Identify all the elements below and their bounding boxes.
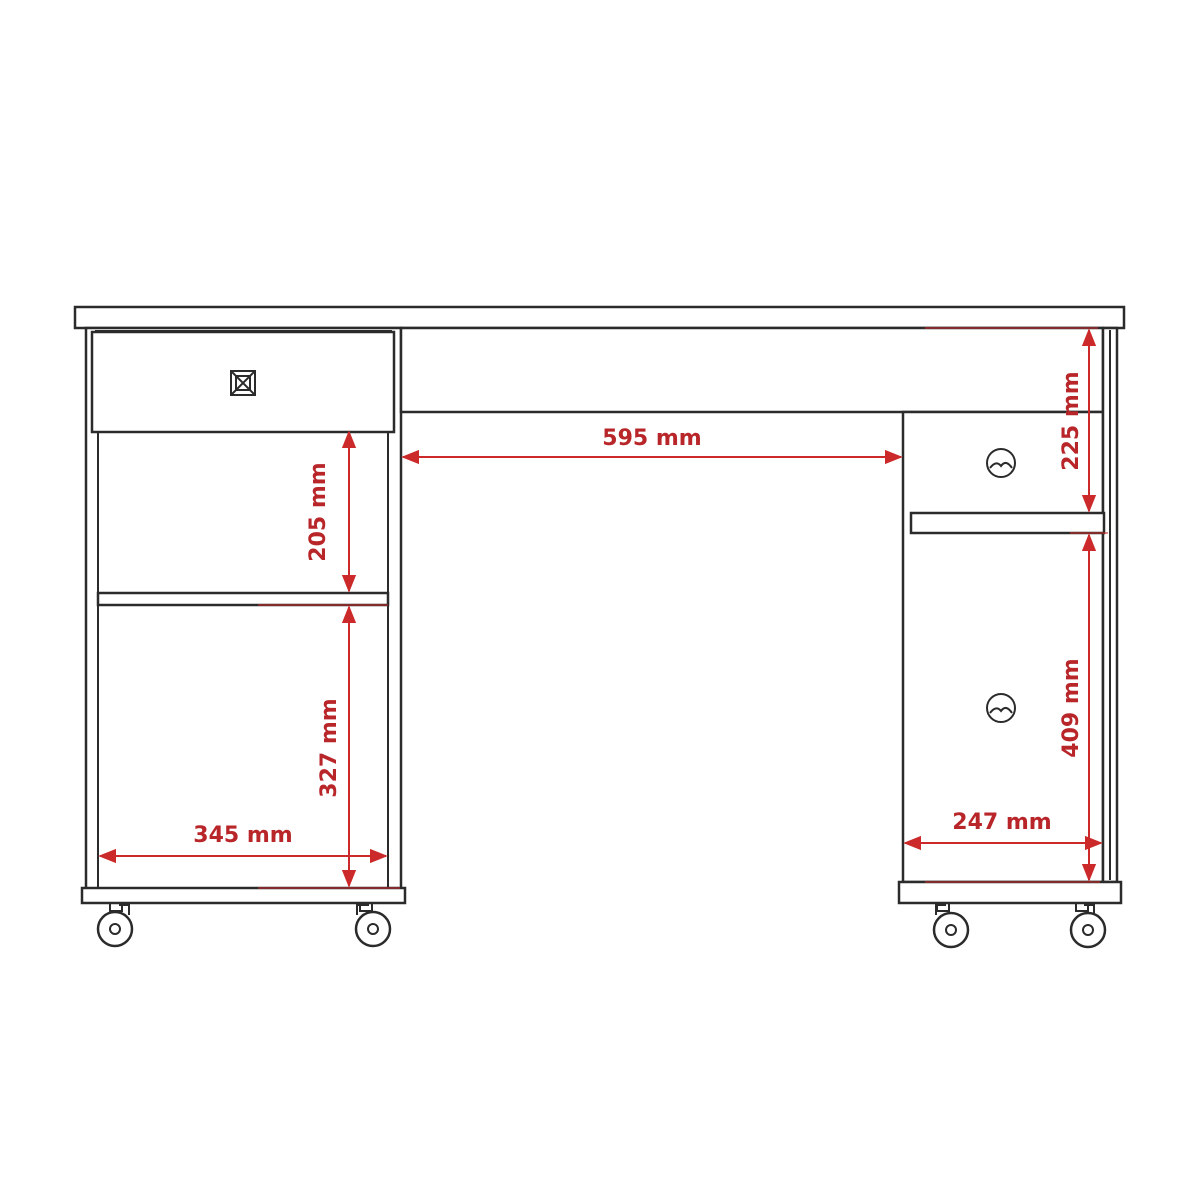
right-cabinet (897, 326, 1123, 905)
right-base (897, 880, 1123, 905)
dim-label-225: 225 mm (1059, 371, 1084, 470)
round-knob-icon (986, 693, 1016, 723)
caster-wheel-icon (354, 902, 392, 948)
left-base (80, 886, 407, 905)
modesty-panel (399, 326, 1105, 414)
dim-label-409: 409 mm (1059, 658, 1084, 757)
dim-label-205: 205 mm (306, 462, 331, 561)
desk-top (73, 305, 1126, 330)
left-cabinet (80, 326, 407, 905)
caster-wheel-icon (96, 902, 134, 948)
dim-label-327: 327 mm (317, 698, 342, 797)
caster-wheel-icon (1069, 902, 1107, 949)
right-keyboard-shelf (909, 511, 1106, 535)
round-knob-icon (986, 448, 1016, 478)
right-cabinet-frame (901, 410, 1105, 884)
square-knob-icon (230, 370, 256, 396)
left-shelf (96, 591, 390, 607)
dim-label-345: 345 mm (193, 823, 292, 848)
caster-wheel-icon (932, 902, 970, 949)
dim-label-595: 595 mm (602, 426, 701, 451)
dim-label-247: 247 mm (952, 810, 1051, 835)
dimension-lines (98, 327, 1108, 889)
